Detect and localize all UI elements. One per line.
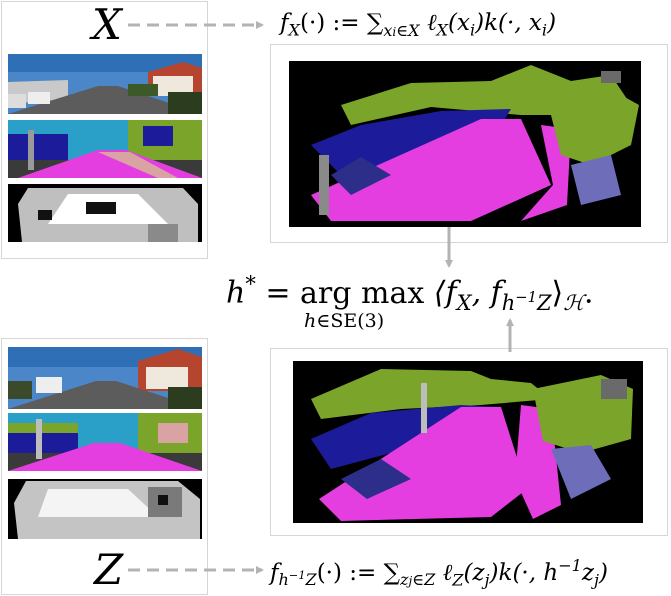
pointcloud-panel-x	[270, 44, 668, 243]
variable-x-label: X	[92, 0, 122, 49]
argmax-subscript: h∈SE(3)	[304, 309, 385, 332]
formula-fx: fX(·) := ∑xi∈X ℓX(xi)k(·, xi)	[280, 10, 557, 40]
rgb-image-z	[8, 347, 202, 409]
semantic-image-z	[8, 413, 202, 471]
variable-z-label: Z	[94, 545, 124, 594]
semantic-image-x	[8, 120, 202, 178]
input-images-panel-z	[1, 338, 208, 595]
rgb-image-x	[8, 54, 202, 114]
pointcloud-x	[289, 61, 641, 227]
input-images-x	[8, 54, 202, 242]
input-images-panel-x	[1, 1, 208, 259]
depth-image-x	[8, 184, 202, 242]
formula-fz: fh−1Z(·) := ∑zj∈Z ℓZ(zj)k(·, h−1zj)	[270, 556, 609, 590]
pointcloud-panel-z	[270, 348, 668, 536]
input-images-z	[8, 347, 202, 539]
pointcloud-z	[293, 361, 643, 523]
depth-image-z	[8, 479, 202, 539]
